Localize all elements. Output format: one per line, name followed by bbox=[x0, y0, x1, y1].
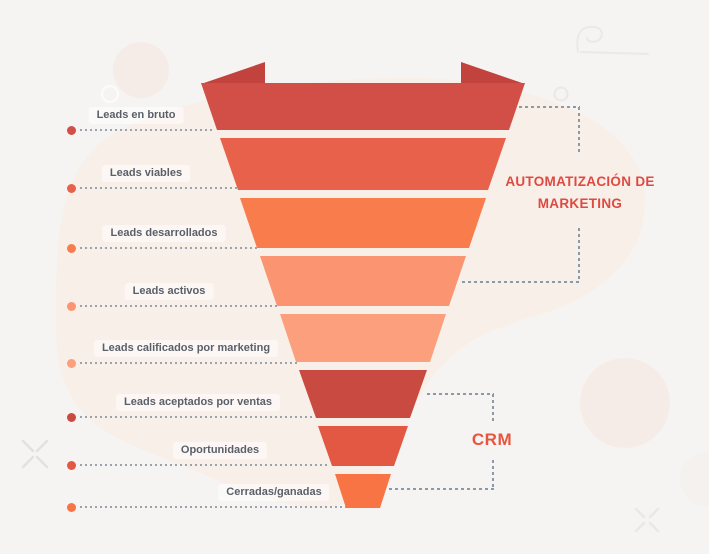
stage-label: Leads activos bbox=[124, 283, 214, 300]
decor-squiggle-icon bbox=[576, 25, 649, 55]
stage-label: Leads calificados por marketing bbox=[93, 340, 279, 357]
marketing-automation-line1: AUTOMATIZACIÓN DE bbox=[505, 174, 655, 189]
ribbon-fold-right-icon bbox=[461, 62, 525, 84]
stage-leader-line bbox=[80, 506, 346, 508]
stage-dot bbox=[67, 126, 76, 135]
crm-bracket-line bbox=[492, 460, 494, 489]
stage-label: Leads en bruto bbox=[88, 107, 184, 124]
decor-cross-icon-right bbox=[634, 507, 660, 533]
marketing-bracket-line bbox=[462, 281, 580, 283]
decor-ring-top-left bbox=[100, 84, 120, 104]
stage-dot bbox=[67, 413, 76, 422]
stage-label: Leads viables bbox=[101, 165, 191, 182]
stage-dot bbox=[67, 184, 76, 193]
decor-circle-bottom-right bbox=[580, 358, 670, 448]
crm-bracket-line bbox=[389, 488, 494, 490]
stage-dot bbox=[67, 359, 76, 368]
funnel-stage-3 bbox=[240, 198, 486, 248]
crm-label: CRM bbox=[471, 430, 513, 449]
stage-leader-line bbox=[80, 247, 258, 249]
stage-leader-line bbox=[80, 187, 237, 189]
funnel-stage-5 bbox=[280, 314, 446, 362]
stage-dot bbox=[67, 503, 76, 512]
stage-dot bbox=[67, 461, 76, 470]
stage-leader-line bbox=[80, 464, 330, 466]
stage-label: Leads desarrollados bbox=[102, 225, 226, 242]
decor-circle-top-left bbox=[113, 42, 169, 98]
stage-leader-line bbox=[80, 416, 312, 418]
stage-leader-line bbox=[80, 129, 215, 131]
stage-leader-line bbox=[80, 362, 300, 364]
ribbon-fold-left-icon bbox=[201, 62, 265, 84]
stage-label: Oportunidades bbox=[172, 442, 268, 459]
decor-cross-icon-left bbox=[21, 439, 49, 469]
marketing-bracket-line bbox=[578, 228, 580, 282]
funnel-stage-8 bbox=[335, 474, 391, 508]
funnel-stage-6 bbox=[299, 370, 427, 418]
marketing-automation-label: AUTOMATIZACIÓN DE MARKETING bbox=[505, 171, 654, 215]
marketing-bracket-line bbox=[519, 106, 580, 108]
stage-leader-line bbox=[80, 305, 280, 307]
crm-bracket-line bbox=[492, 394, 494, 422]
stage-dot bbox=[67, 302, 76, 311]
funnel-stage-2 bbox=[220, 138, 506, 190]
stage-label: Leads aceptados por ventas bbox=[116, 394, 280, 411]
crm-bracket-line bbox=[427, 393, 494, 395]
marketing-bracket-line bbox=[578, 107, 580, 154]
stage-label: Cerradas/ganadas bbox=[218, 484, 330, 501]
decor-ring-top-right bbox=[553, 86, 569, 102]
funnel-stage-7 bbox=[318, 426, 408, 466]
funnel-stage-1 bbox=[201, 83, 525, 130]
decor-circle-edge-right bbox=[680, 452, 709, 506]
stage-dot bbox=[67, 244, 76, 253]
marketing-automation-line2: MARKETING bbox=[537, 196, 623, 211]
funnel-stage-4 bbox=[260, 256, 466, 306]
